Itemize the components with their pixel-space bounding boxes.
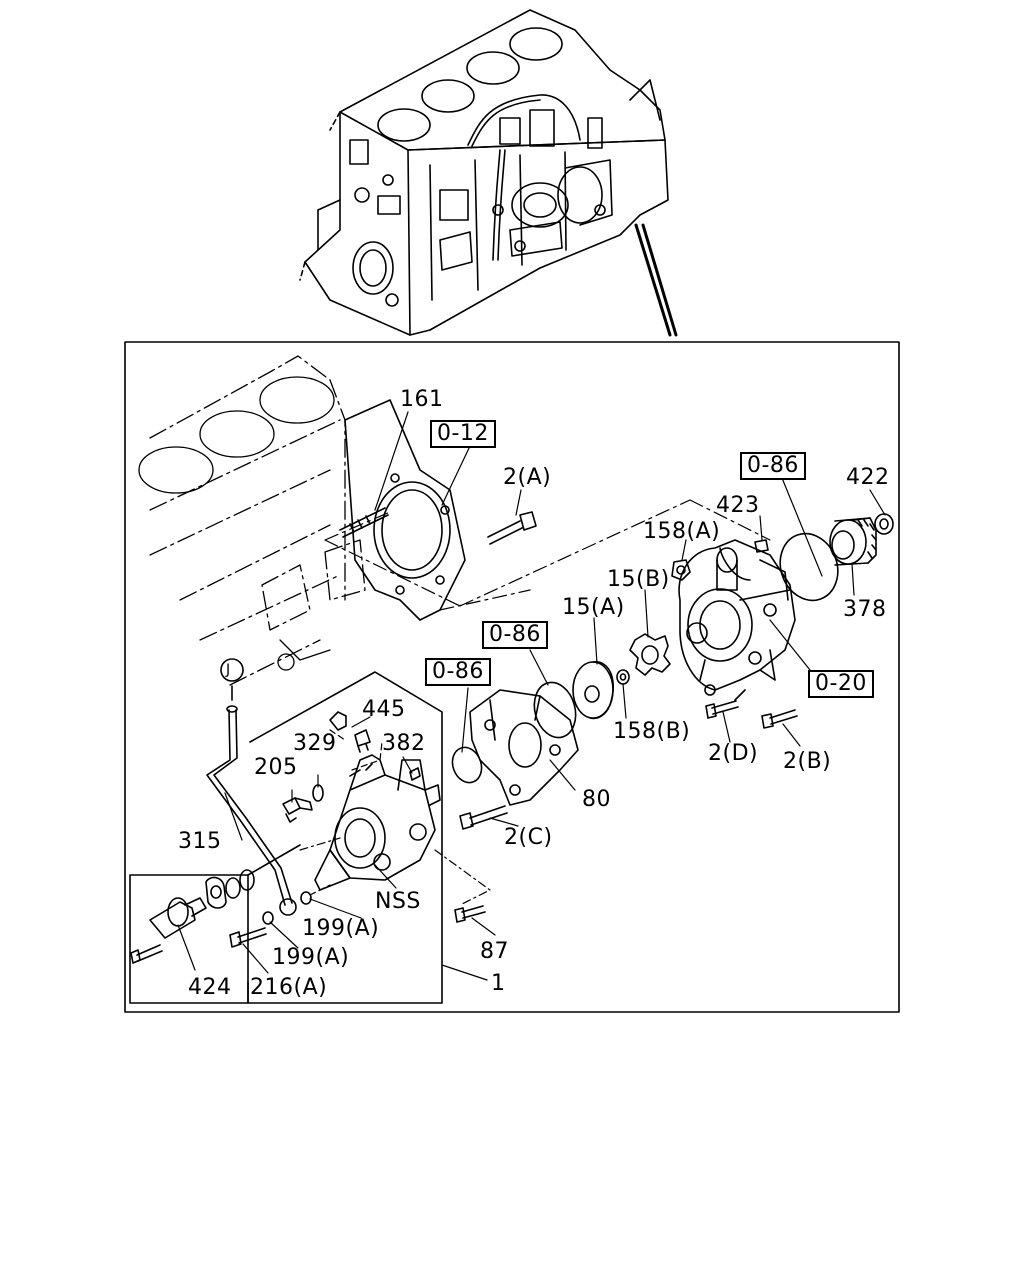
bolt-2d <box>705 700 739 719</box>
key-423 <box>754 539 769 553</box>
engine-block-illustration <box>299 9 678 337</box>
injection-pump <box>314 754 441 891</box>
j-marker <box>220 658 244 682</box>
coupling-15b <box>629 633 671 676</box>
nut-158a <box>671 559 691 581</box>
callout-nss: NSS <box>375 889 421 914</box>
callout-199a-2: 199(A) <box>272 945 350 970</box>
o-ring-left <box>451 746 483 784</box>
callout-445: 445 <box>362 697 406 722</box>
callout-2c: 2(C) <box>504 825 553 850</box>
rings-199a <box>225 869 312 925</box>
vacuum-pump <box>678 539 796 701</box>
callout-2b: 2(B) <box>783 749 832 774</box>
leader-lines <box>177 411 886 981</box>
flange-15a <box>572 661 614 720</box>
assembly-centerlines <box>324 499 771 611</box>
callout-0-86-mid: 0-86 <box>482 621 548 649</box>
gear-378 <box>829 517 877 566</box>
callout-315: 315 <box>178 829 222 854</box>
callout-15a: 15(A) <box>562 595 625 620</box>
bolt-2c <box>459 805 508 830</box>
washer-158b <box>616 669 630 685</box>
bolt-87 <box>454 905 486 923</box>
bracket-80 <box>469 689 579 806</box>
bolt-2b <box>761 709 798 729</box>
callout-1: 1 <box>491 971 506 996</box>
callout-0-86-left: 0-86 <box>425 658 491 686</box>
nut-422 <box>874 513 894 535</box>
gasket <box>205 876 227 909</box>
callout-205: 205 <box>254 755 298 780</box>
bolt-216a <box>229 927 267 948</box>
pin-382 <box>409 767 421 781</box>
callout-0-86-top: 0-86 <box>740 452 806 480</box>
callout-80: 80 <box>582 787 611 812</box>
screw-445 <box>329 711 371 753</box>
callout-199a-1: 199(A) <box>302 916 380 941</box>
callout-329: 329 <box>293 731 337 756</box>
callout-j: J <box>226 662 231 678</box>
pipe-315 <box>206 685 297 916</box>
callout-2a: 2(A) <box>503 465 552 490</box>
callout-158a: 158(A) <box>643 519 721 544</box>
callout-161: 161 <box>400 387 444 412</box>
callout-422: 422 <box>846 465 890 490</box>
callout-0-12: 0-12 <box>430 420 496 448</box>
callout-0-20: 0-20 <box>808 670 874 698</box>
pump-assembly-lines <box>299 729 491 906</box>
valve-424 <box>130 897 207 964</box>
callout-378: 378 <box>843 597 887 622</box>
callout-424: 424 <box>188 975 232 1000</box>
callout-87: 87 <box>480 939 509 964</box>
detail-frame <box>124 341 900 1013</box>
sensor-205 <box>282 797 313 823</box>
callout-423: 423 <box>716 493 760 518</box>
callout-158b: 158(B) <box>613 719 691 744</box>
callout-216a: 216(A) <box>250 975 328 1000</box>
injection-pump-subframe <box>129 671 443 1004</box>
callout-15b: 15(B) <box>607 567 670 592</box>
block-outline-background <box>138 355 366 686</box>
callout-382: 382 <box>382 731 426 756</box>
bolt-2a <box>487 511 537 545</box>
callout-2d: 2(D) <box>708 741 759 766</box>
o-ring-top <box>779 532 839 602</box>
